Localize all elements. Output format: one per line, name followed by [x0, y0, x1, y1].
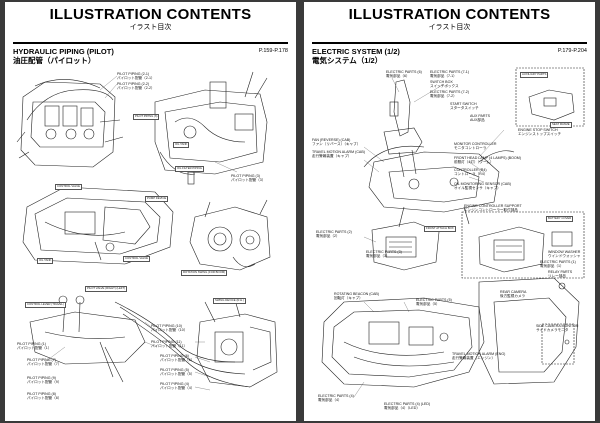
tag-label: CONTROL VALVE	[55, 184, 82, 190]
tag-label: OIL FILTER PIPING	[175, 166, 204, 172]
callout-pilot-piping-11: PILOT PIPING (11)パイロット配管（11）	[151, 340, 188, 349]
piping-frame-drawing	[154, 71, 268, 185]
callout-pilot-piping-5: PILOT PIPING (5)パイロット配管（5）	[160, 368, 195, 377]
callout-pilot-piping-9: PILOT PIPING (9)パイロット配管（9）	[27, 376, 62, 385]
tag-label: PILOT VALVE (RIGHT) (LEFT)	[85, 286, 128, 292]
callout-fan-reverse: FAN (REVERSE) (CAB)ファン（リバース）（キャブ）	[312, 138, 361, 147]
callout-pilot-piping-7: PILOT PIPING (7)パイロット配管（7）	[27, 358, 62, 367]
callout-pilot-piping-2-1: PILOT PIPING (2-1)パイロット配管（2-1）	[117, 72, 155, 81]
section-title-jp: 電気システム（1/2）	[312, 56, 383, 65]
leader-lines	[44, 75, 238, 391]
tag-label: BATTERY COVER	[546, 216, 574, 222]
hydraulic-piping-illustration	[16, 71, 278, 391]
page-title: ILLUSTRATION CONTENTS	[49, 6, 252, 23]
callout-electric-parts-5: ELECTRIC PARTS (5)電気部品（5）	[416, 298, 452, 307]
callout-pilot-piping-8: PILOT PIPING (8)パイロット配管（8）	[27, 392, 62, 401]
callout-pilot-piping-10: PILOT PIPING (10)パイロット配管（10）	[151, 324, 188, 333]
section-title-jp: 油圧配管（パイロット）	[13, 56, 96, 65]
tag-label: OIL TANK	[37, 258, 54, 264]
tag-label: OIL TANK	[173, 142, 190, 148]
callout-electric-parts-1: ELECTRIC PARTS (1)電気部品（1）	[540, 260, 576, 269]
control-lever-drawing	[29, 295, 251, 388]
callout-pilot-piping-3: PILOT PIPING (3)パイロット配管（3）	[231, 174, 266, 183]
callout-electric-parts-7-1: ELECTRIC PARTS (7-1)電気部品（7-1）	[430, 70, 470, 79]
callout-travel-motion-alarm-cab: TRAVEL MOTION ALARM (CAB)走行警報装置（キャブ）	[312, 150, 365, 159]
section-header: ELECTRIC SYSTEM (1/2) 電気システム（1/2） P.179-…	[312, 42, 587, 65]
tag-label: CONTROL VALVE	[123, 256, 150, 262]
page-subtitle: イラスト目次	[428, 24, 471, 31]
swing-motor-drawing	[196, 299, 278, 388]
page-range: P.159-P.178	[258, 48, 288, 54]
tag-label: FRONT ATTACH BOX	[424, 226, 456, 232]
controller-drawing	[371, 221, 440, 271]
callout-pilot-piping-4: PILOT PIPING (4)パイロット配管（4）	[160, 382, 195, 391]
left-page: ILLUSTRATION CONTENTS イラスト目次 HYDRAULIC P…	[5, 2, 296, 421]
upper-frame-drawing	[22, 186, 174, 265]
callout-electric-parts-2: ELECTRIC PARTS (2)電気部品（2）	[316, 230, 352, 239]
page-range: P.179-P.204	[557, 48, 587, 54]
page-title: ILLUSTRATION CONTENTS	[348, 6, 551, 23]
rear-camera-drawing	[478, 277, 580, 385]
callout-pilot-piping-2-2: PILOT PIPING (2-2)パイロット配管（2-2）	[117, 82, 155, 91]
tag-label: PILOT PIPING (6)	[133, 114, 160, 120]
pump-assembly-drawing	[16, 79, 124, 168]
tag-label: CONTROL LEVER (TRAVEL)	[25, 302, 66, 308]
leader-lines	[353, 77, 505, 398]
tag-label: PUMP DEVICE	[145, 196, 169, 202]
electric-system-illustration	[321, 67, 585, 398]
callout-oil-monitoring-sensor: OIL MONITORING SENSOR (CAB)オイル監視センサ（キャブ）	[454, 182, 511, 191]
section-title: HYDRAULIC PIPING (PILOT)	[13, 47, 114, 56]
callout-controller-r4: CONTROLLER (R4)コントローラ（R4）	[454, 168, 488, 177]
swing-device-drawing	[189, 199, 271, 271]
callout-electric-parts-6: ELECTRIC PARTS (6)電気部品（6）	[386, 70, 422, 79]
right-page: ILLUSTRATION CONTENTS イラスト目次 ELECTRIC SY…	[304, 2, 595, 421]
callout-electric-parts-7-2: ELECTRIC PARTS (7-2)電気部品（7-2）	[430, 90, 470, 99]
section-title: ELECTRIC SYSTEM (1/2)	[312, 47, 400, 56]
callout-electric-parts-4-led: ELECTRIC PARTS (4) (LED)電気部品（4）（LED）	[384, 402, 431, 411]
tag-label: AUXILIARY PARTS	[520, 72, 549, 78]
callout-pilot-piping-1: PILOT PIPING (1)パイロット配管（1）	[17, 342, 52, 351]
callout-rotating-beacon: ROTATING BEACON (CAB)回転灯（キャブ）	[334, 292, 379, 301]
upper-structure-drawing	[321, 297, 485, 388]
engine-controller-inset	[461, 211, 585, 279]
callout-pilot-piping-6: PILOT PIPING (6)パイロット配管（6）	[160, 354, 195, 363]
tag-label: ROTATION SWING (FOR BOOM)	[181, 270, 228, 276]
tag-label: SEAT FRAME	[550, 122, 572, 128]
tag-label: SWING DEVICE (R.H.)	[213, 298, 246, 304]
callout-electric-parts-4: ELECTRIC PARTS (4)電気部品（4）	[318, 394, 354, 403]
main-frame-drawing	[363, 145, 515, 228]
callout-front-head-lamp: FRONT HEAD LAMP (4 LAMPS) (BOOM)前照灯（4灯）（…	[454, 156, 521, 165]
cab-seat-drawing	[383, 79, 423, 178]
callout-electric-parts-3: ELECTRIC PARTS (3)電気部品（3）	[366, 250, 402, 259]
callout-travel-motion-alarm-eng: TRAVEL MOTION ALARM (ENG)走行警報装置（エンジン）	[452, 352, 506, 361]
section-header: HYDRAULIC PIPING (PILOT) 油圧配管（パイロット） P.1…	[13, 42, 288, 65]
page-subtitle: イラスト目次	[129, 24, 172, 31]
